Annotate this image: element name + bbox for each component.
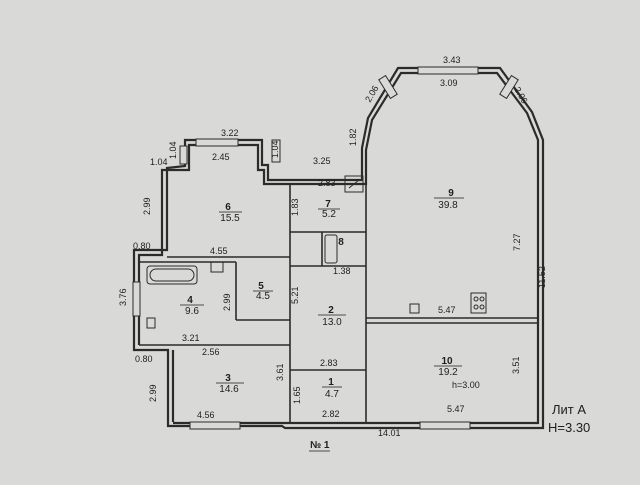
stove-burner (473, 296, 479, 302)
window (189, 421, 241, 430)
room-number: 7 (325, 199, 331, 210)
dimension-label: 0.80 (135, 354, 153, 364)
stove-burner (479, 296, 485, 302)
outer-walls (132, 66, 545, 430)
bathtub-inner (149, 268, 195, 282)
stove-icon (470, 292, 487, 314)
window (499, 74, 519, 100)
dimension-label: 2.56 (202, 347, 220, 357)
room-number: 3 (225, 373, 231, 384)
room-number: 8 (338, 237, 344, 248)
boiler-icon (344, 175, 364, 193)
window (195, 138, 239, 147)
dimension-label: 11.52 (537, 266, 547, 288)
sink-icon (210, 261, 224, 273)
dimension-labels: 3.22 2.45 1.04 1.04 1.04 2.99 0.80 3.76 … (118, 55, 547, 438)
dimension-label: 2.99 (142, 197, 152, 215)
dimension-label: 2.99 (148, 384, 158, 402)
room-area: 39.8 (438, 200, 458, 211)
window (417, 66, 479, 75)
dimension-label: 1.83 (290, 198, 300, 216)
room-number: 5 (258, 281, 264, 292)
dimension-label: 1.04 (150, 157, 168, 167)
room-area: 9.6 (185, 306, 199, 317)
dimension-label: 1.04 (168, 141, 178, 159)
room-area: 4.7 (325, 389, 339, 400)
dimension-label: 3.61 (275, 363, 285, 381)
dimension-label: 3.51 (511, 356, 521, 374)
room-area: 14.6 (219, 384, 239, 395)
dimension-label: 3.21 (182, 333, 200, 343)
dimension-label: 1.04 (270, 140, 280, 158)
room-area: 13.0 (322, 317, 342, 328)
window (179, 145, 188, 165)
shower-icon (324, 234, 338, 264)
fixtures (146, 175, 487, 329)
dimension-label: 0.80 (133, 241, 151, 251)
dimension-label: 3.43 (443, 55, 461, 65)
lit-height: H=3.30 (548, 420, 590, 435)
toilet-icon (146, 317, 156, 329)
dimension-label: 5.47 (438, 305, 456, 315)
dimension-label: 4.56 (197, 410, 215, 420)
dimension-label: 3.22 (221, 128, 239, 138)
room-number: 4 (187, 295, 193, 306)
room-number: 6 (225, 202, 231, 213)
dimension-label: 1.38 (333, 266, 351, 276)
dimension-label: 2.99 (222, 293, 232, 311)
dimension-label: 4.55 (210, 246, 228, 256)
dimension-label: 1.65 (292, 386, 302, 404)
stove-burner (473, 304, 479, 310)
stove-burner (479, 304, 485, 310)
entrance-label: № 1 (310, 440, 330, 451)
interior-walls (139, 184, 538, 422)
room-labels: 6 15.5 7 5.2 8 9 39.8 5 4.5 4 9.6 2 13.0… (180, 188, 464, 400)
dimension-label: 2.45 (212, 152, 230, 162)
window (132, 281, 141, 317)
room-area: 4.5 (256, 291, 270, 302)
dimension-label: 2.83 (320, 358, 338, 368)
window (378, 74, 398, 100)
dimension-label: 7.27 (512, 233, 522, 251)
lit-label: Лит А (552, 402, 586, 417)
room-number: 1 (328, 377, 334, 388)
room-area: 5.2 (322, 209, 336, 220)
dimension-label: 14.01 (378, 428, 401, 438)
room-area: 15.5 (220, 213, 240, 224)
dimension-label: 2.82 (322, 409, 340, 419)
dimension-label: 2.83 (318, 178, 336, 188)
room-area: 19.2 (438, 367, 458, 378)
dimension-label: 3.76 (118, 288, 128, 306)
dimension-label: 3.25 (313, 156, 331, 166)
room-number: 9 (448, 188, 454, 199)
ceiling-height: h=3.00 (452, 380, 480, 390)
windows (132, 66, 519, 430)
room-number: 10 (441, 356, 453, 367)
dimension-label: 1.82 (348, 128, 358, 146)
dimension-label: 5.21 (290, 286, 300, 304)
window (271, 139, 281, 163)
boiler-line (348, 179, 360, 189)
bathtub (146, 265, 198, 285)
sink-icon (409, 303, 420, 314)
dimension-label: 5.47 (447, 404, 465, 414)
room-number: 2 (328, 305, 334, 316)
window (419, 421, 471, 430)
dimension-label: 3.09 (440, 78, 458, 88)
